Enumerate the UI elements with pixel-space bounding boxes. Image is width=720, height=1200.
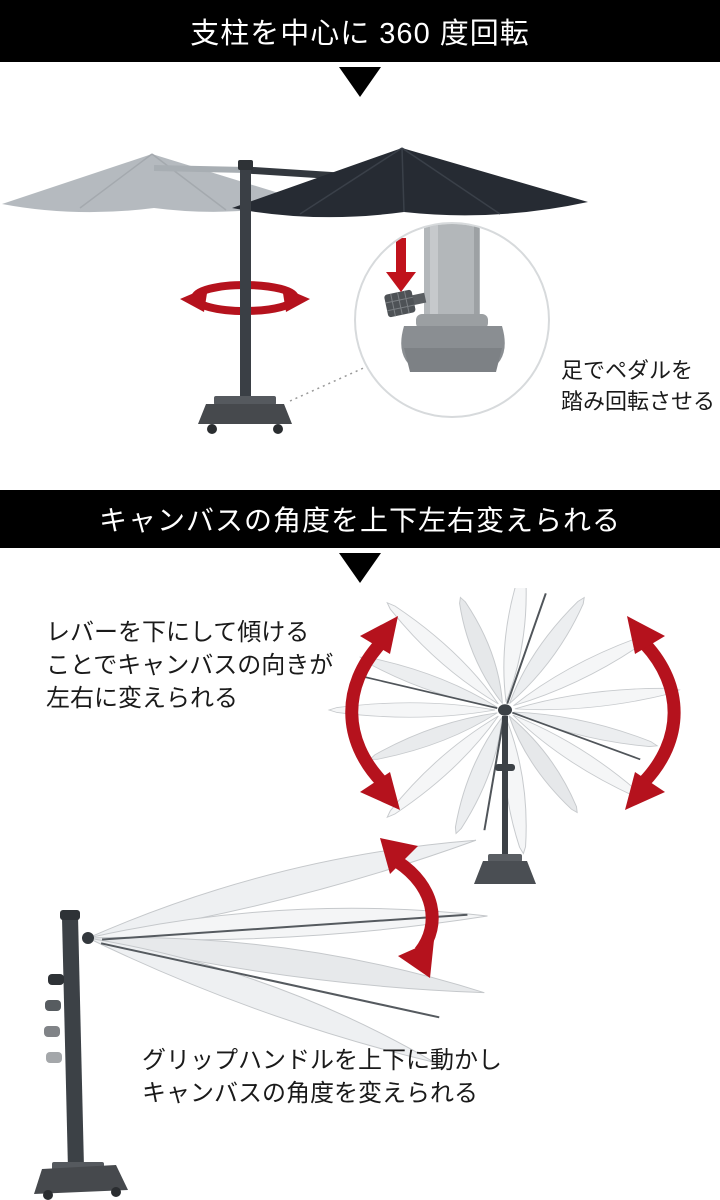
handle-note-line1: グリップハンドルを上下に動かし: [142, 1047, 502, 1074]
handle-note: グリップハンドルを上下に動かし キャンバスの角度を変えられる: [142, 1044, 502, 1110]
swivel-note-line3: 左右に変えられる: [46, 685, 238, 713]
tilt-umbrella-base: [34, 1162, 128, 1200]
umbrella-base: [198, 396, 292, 434]
tilt-umbrella-pole: [60, 910, 84, 1170]
swivel-note: レバーを下にして傾ける ことでキャンバスの向きが 左右に変えられる: [46, 616, 333, 715]
leader-line: [289, 365, 369, 402]
pedal: [384, 289, 427, 318]
pedal-arrow-icon: [386, 238, 416, 292]
tilt-header-text: キャンバスの角度を上下左右変えられる: [98, 505, 621, 536]
pedal-zoom-circle: [354, 222, 550, 418]
pedal-caption-line1: 足でペダルを: [561, 358, 694, 383]
swivel-arrow-right-icon: [625, 616, 681, 810]
tilt-triangle-row: [0, 548, 720, 588]
swivel-arrow-left-icon: [345, 616, 400, 810]
tilt-header-bar: キャンバスの角度を上下左右変えられる: [0, 490, 720, 548]
swivel-note-line2: ことでキャンバスの向きが: [46, 652, 334, 680]
canopy-swivel-star: [327, 588, 681, 855]
down-triangle-icon: [339, 553, 381, 583]
rotation-header-text: 支柱を中心に 360 度回転: [190, 18, 530, 50]
pedal-caption: 足でペダルを 踏み回転させる: [561, 356, 715, 418]
swivel-note-line1: レバーを下にして傾ける: [46, 619, 310, 646]
umbrella-pole: [238, 160, 253, 404]
pedal-caption-line2: 踏み回転させる: [561, 388, 716, 414]
down-triangle-icon: [339, 67, 381, 97]
swivel-umbrella-pole: [495, 716, 515, 862]
tilt-illustration: レバーを下にして傾ける ことでキャンバスの向きが 左右に変えられる グリップハン…: [0, 588, 720, 1200]
rotation-illustration-svg: [2, 147, 588, 434]
rotation-triangle-row: [0, 62, 720, 102]
tilt-arrow-icon: [380, 838, 439, 978]
canopy-hub: [498, 704, 512, 716]
rotation-illustration: 足でペダルを 踏み回転させる: [0, 102, 720, 490]
grip-handles: [44, 974, 64, 1063]
tilt-illustration-svg: [34, 588, 681, 1200]
swivel-umbrella-base: [474, 854, 536, 884]
canopy-tilt-fan: [82, 839, 488, 1063]
main-canopy: [232, 147, 588, 218]
handle-note-line2: キャンバスの角度を変えられる: [142, 1080, 478, 1108]
rotation-header-bar: 支柱を中心に 360 度回転: [0, 0, 720, 62]
ghost-canopy: [2, 153, 308, 213]
